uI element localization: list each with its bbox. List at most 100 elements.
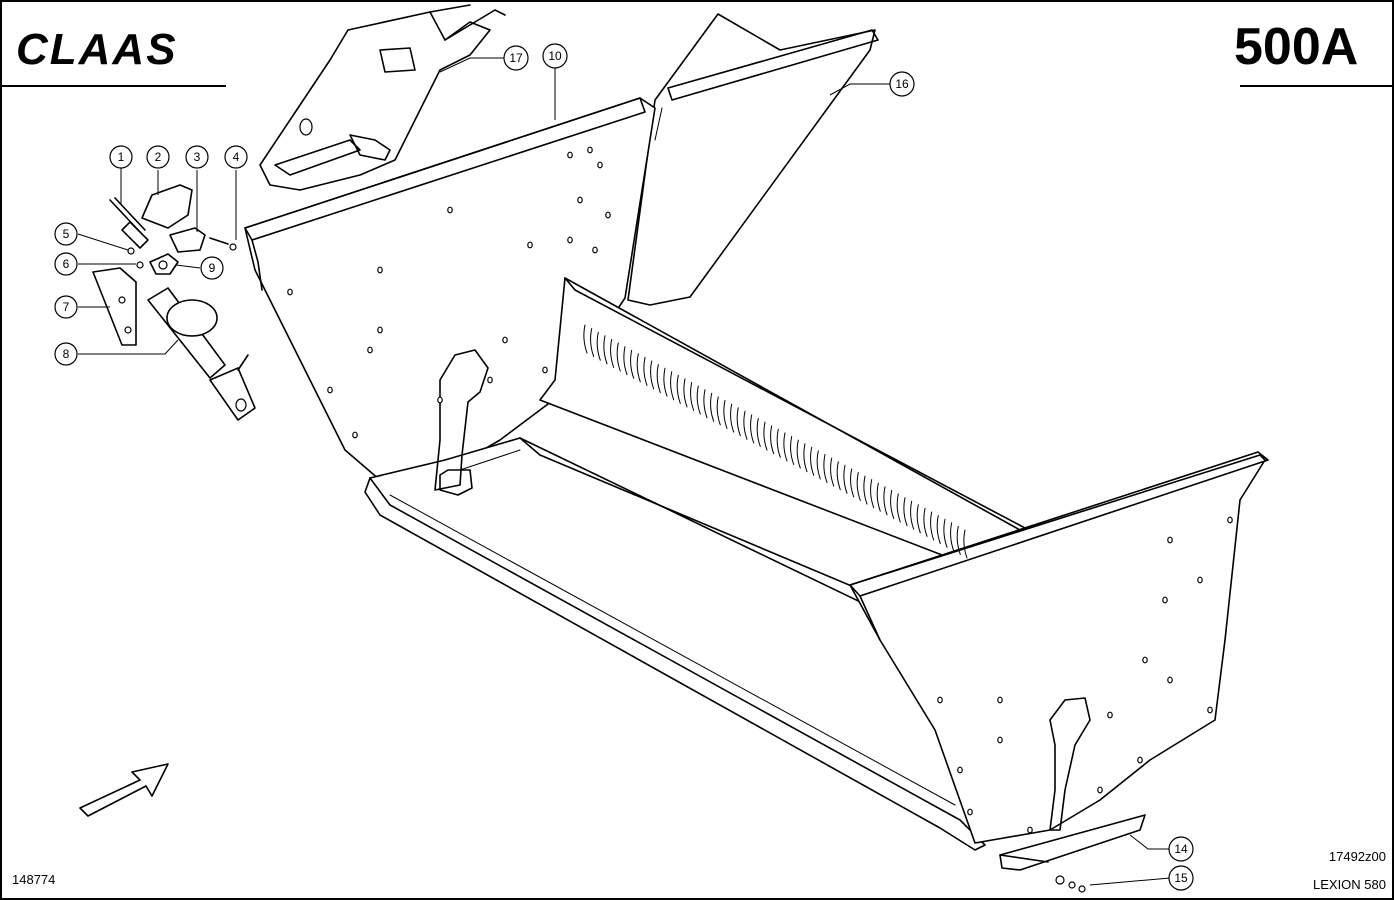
callout-2[interactable]: 2 <box>146 145 170 169</box>
panel-hole <box>1162 596 1168 604</box>
part-7-plate <box>92 267 137 346</box>
panel-hole <box>487 376 493 384</box>
panel-hole <box>377 266 383 274</box>
grate-slot <box>703 389 708 419</box>
grate-slot <box>583 324 588 354</box>
panel-hole <box>1167 676 1173 684</box>
part-8-actuator <box>147 287 256 421</box>
grate-slot <box>783 432 788 462</box>
grate-slot <box>836 461 841 491</box>
svg-text:3: 3 <box>194 150 201 164</box>
grate-slot <box>663 367 668 397</box>
grate-slot <box>776 428 781 458</box>
grate-slot <box>950 522 955 552</box>
part-6-washer <box>136 261 144 269</box>
svg-text:2: 2 <box>155 150 162 164</box>
left-lower-cutout <box>434 349 489 491</box>
grate-slot <box>896 493 901 523</box>
part-16-rear-panel <box>627 13 879 306</box>
part-1-sensor <box>109 197 149 249</box>
svg-text:4: 4 <box>233 150 240 164</box>
grate-slot <box>843 464 848 494</box>
grate-slot <box>630 349 635 379</box>
grate-slot <box>696 385 701 415</box>
panel-hole <box>592 246 598 254</box>
callout-17[interactable]: 17 <box>503 45 529 71</box>
callout-7[interactable]: 7 <box>54 295 78 319</box>
panel-hole <box>605 211 611 219</box>
panel-hole <box>1207 706 1213 714</box>
panel-hole <box>597 161 603 169</box>
grate-slot <box>863 475 868 505</box>
grate-slot <box>816 450 821 480</box>
grate-slot <box>683 378 688 408</box>
panel-hole <box>967 808 973 816</box>
callout-3[interactable]: 3 <box>185 145 209 169</box>
callout-5[interactable]: 5 <box>54 222 78 246</box>
panel-hole <box>1027 826 1033 834</box>
grate-slot <box>803 443 808 473</box>
part-15-bolt <box>1055 875 1086 893</box>
callout-4[interactable]: 4 <box>224 145 248 169</box>
grate-slot <box>830 457 835 487</box>
part-17-bracket <box>259 4 506 191</box>
grate-slot <box>743 410 748 440</box>
panel-hole <box>1107 711 1113 719</box>
callout-9[interactable]: 9 <box>200 256 224 280</box>
grate-slot <box>670 371 675 401</box>
grate-slot <box>903 497 908 527</box>
svg-text:8: 8 <box>63 347 70 361</box>
grate-slot <box>870 479 875 509</box>
part-5-nut <box>127 247 135 255</box>
panel-hole <box>997 736 1003 744</box>
grate-slots <box>583 324 968 559</box>
panel-hole <box>327 386 333 394</box>
grate-slot <box>723 400 728 429</box>
panel-hole <box>937 696 943 704</box>
forward-arrow-icon <box>79 763 169 817</box>
grate-slot <box>890 489 895 519</box>
grate-slot <box>770 425 775 455</box>
grate-slot <box>730 403 735 433</box>
grate-slot <box>616 342 621 372</box>
grate-slot <box>590 328 595 358</box>
callout-10[interactable]: 10 <box>542 43 568 69</box>
panel-hole <box>542 366 548 374</box>
grate-slot <box>716 396 721 426</box>
panel-hole <box>1137 756 1143 764</box>
grate-slot <box>643 356 648 386</box>
panel-hole <box>1197 576 1203 584</box>
panel-hole <box>1142 656 1148 664</box>
grate-slot <box>636 353 641 383</box>
part-14-bracket <box>999 814 1146 871</box>
doc-number: 148774 <box>12 872 55 887</box>
grate-slot <box>596 331 601 361</box>
callout-15[interactable]: 15 <box>1168 865 1194 891</box>
panel-hole <box>437 396 443 404</box>
grate-slot <box>923 507 928 537</box>
grate-slot <box>736 407 741 437</box>
callout-1[interactable]: 1 <box>109 145 133 169</box>
svg-text:10: 10 <box>548 49 562 63</box>
grate-slot <box>930 511 935 541</box>
panel-hole <box>447 206 453 214</box>
model-name: LEXION 580 <box>1313 877 1386 892</box>
part-3-plate <box>169 227 206 253</box>
grate-slot <box>610 338 615 368</box>
page-code: 500A <box>1234 18 1358 76</box>
right-end-panel <box>849 451 1269 844</box>
svg-text:1: 1 <box>118 150 125 164</box>
callout-8[interactable]: 8 <box>54 342 78 366</box>
brand-logo: CLAAS <box>16 25 178 74</box>
callout-14[interactable]: 14 <box>1168 836 1194 862</box>
grate-slot <box>690 382 695 411</box>
bottom-pan <box>364 437 986 851</box>
grate-slot <box>650 360 655 390</box>
grate-slot <box>790 436 795 465</box>
callout-6[interactable]: 6 <box>54 252 78 276</box>
svg-text:9: 9 <box>209 261 216 275</box>
callout-16[interactable]: 16 <box>889 71 915 97</box>
